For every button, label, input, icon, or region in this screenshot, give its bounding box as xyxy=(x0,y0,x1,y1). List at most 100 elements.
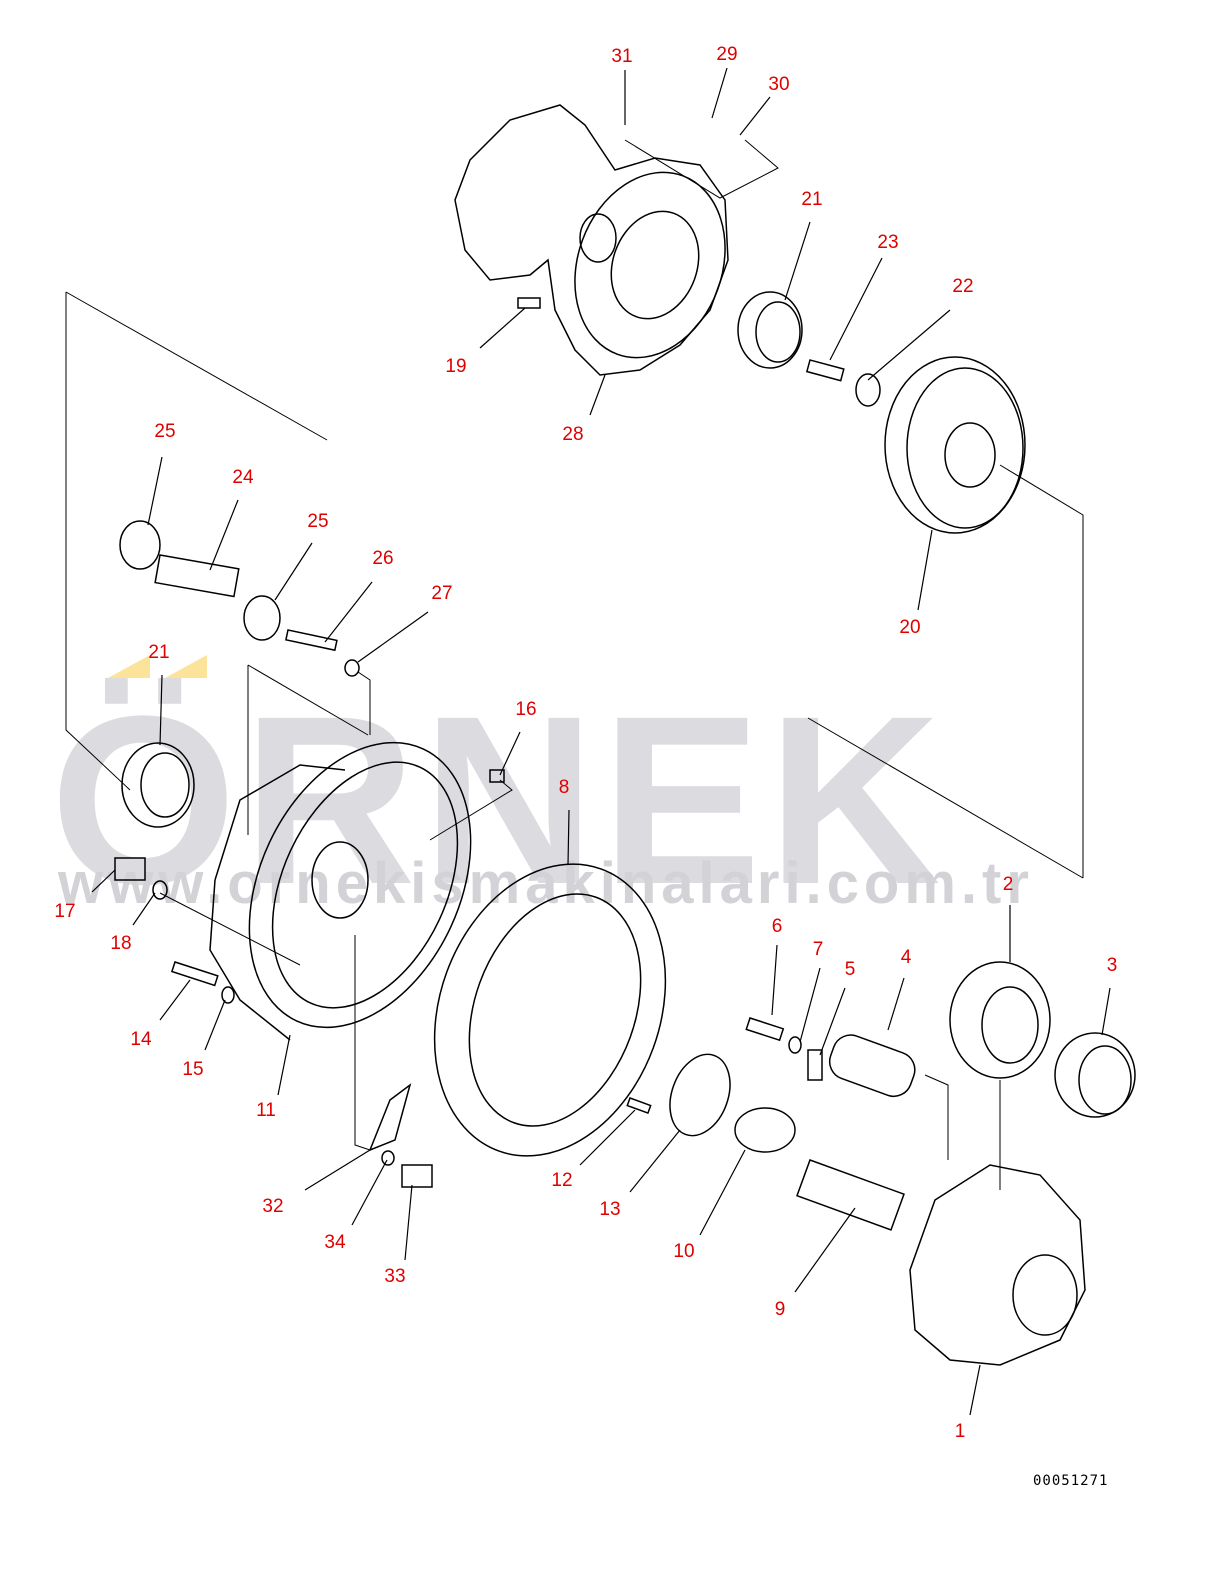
part-21-bearing-2 xyxy=(121,742,195,828)
leader-line xyxy=(91,869,116,893)
leader-line xyxy=(629,1129,681,1193)
callout-label: 8 xyxy=(558,777,570,798)
part-9-shaft xyxy=(796,1159,905,1231)
leader-line xyxy=(159,979,191,1021)
part-8-ring-gear xyxy=(433,863,667,1157)
callout-label: 6 xyxy=(771,916,783,937)
leader-line xyxy=(739,96,771,136)
part-6-bolt xyxy=(745,1017,785,1042)
callout-label: 17 xyxy=(54,901,76,922)
leader-line xyxy=(324,581,373,643)
part-23-bolt xyxy=(805,359,845,382)
leader-line xyxy=(917,529,933,611)
part-1-housing xyxy=(909,1164,1086,1366)
leader-line xyxy=(1101,987,1111,1036)
leader-line xyxy=(799,967,821,1043)
assembly-lines xyxy=(65,139,1084,1190)
part-19-pin xyxy=(517,297,541,309)
leader-line xyxy=(784,221,811,301)
leader-line xyxy=(771,944,778,1016)
watermark-url: www.ornekismakinalari.com.tr xyxy=(58,851,1034,916)
callout-label: 28 xyxy=(562,424,584,445)
leader-line xyxy=(304,1149,371,1191)
part-18-oring xyxy=(152,880,168,900)
leader-line xyxy=(589,374,606,416)
leader-line xyxy=(147,456,163,526)
callout-label: 33 xyxy=(384,1266,406,1287)
callout-label: 23 xyxy=(877,232,899,253)
callout-label: 25 xyxy=(307,511,329,532)
part-4-pin xyxy=(828,1034,916,1098)
callout-label: 16 xyxy=(515,699,537,720)
callout-label: 21 xyxy=(148,642,170,663)
leader-line xyxy=(404,1184,413,1261)
part-12-pin xyxy=(626,1097,652,1115)
leader-line xyxy=(159,674,163,746)
callout-label: 21 xyxy=(801,189,823,210)
callout-label: 25 xyxy=(154,421,176,442)
leader-line xyxy=(132,892,156,926)
callout-label: 22 xyxy=(952,276,974,297)
part-5-plate xyxy=(807,1049,823,1081)
leader-line xyxy=(699,1149,746,1236)
leader-line xyxy=(274,542,313,601)
callout-label: 13 xyxy=(599,1199,621,1220)
callout-label: 18 xyxy=(110,933,132,954)
part-3-bearing xyxy=(1054,1032,1136,1118)
watermark-umlaut xyxy=(108,655,150,678)
leader-line xyxy=(867,309,951,381)
part-28-housing xyxy=(454,104,729,376)
part-34-washer xyxy=(381,1150,395,1166)
callout-label: 3 xyxy=(1106,955,1118,976)
part-22-washer xyxy=(855,373,881,407)
part-25-bearing-2 xyxy=(243,595,281,641)
part-25-bearing xyxy=(119,520,161,570)
callout-label: 20 xyxy=(899,617,921,638)
leader-line xyxy=(829,257,883,361)
callout-label: 7 xyxy=(812,939,824,960)
drawing-code: 00051271 xyxy=(1033,1473,1109,1489)
leader-line xyxy=(794,1207,856,1293)
part-21-bearing xyxy=(737,291,803,369)
callout-label: 24 xyxy=(232,467,254,488)
part-20-gear xyxy=(884,356,1026,534)
callout-label: 4 xyxy=(900,947,912,968)
callout-label: 2 xyxy=(1002,874,1014,895)
callout-label: 5 xyxy=(844,959,856,980)
leader-line xyxy=(351,1159,388,1226)
leader-line xyxy=(819,987,846,1056)
part-32-bracket xyxy=(368,1083,412,1152)
leader-line xyxy=(204,999,226,1051)
leader-line xyxy=(357,611,429,663)
part-13-seal xyxy=(669,1053,731,1137)
callout-label: 9 xyxy=(774,1299,786,1320)
leader-line xyxy=(479,307,526,349)
callout-label: 26 xyxy=(372,548,394,569)
leader-line xyxy=(209,499,239,571)
leader-line xyxy=(711,67,728,119)
watermark-umlaut xyxy=(165,655,207,678)
leader-line xyxy=(579,1109,636,1166)
callout-label: 12 xyxy=(551,1170,573,1191)
part-26-bolt xyxy=(285,629,338,652)
callout-label: 15 xyxy=(182,1059,204,1080)
part-2-gear xyxy=(949,961,1051,1079)
leader-line xyxy=(567,809,570,866)
leader-line xyxy=(969,1364,981,1416)
part-7-washer xyxy=(788,1036,802,1054)
part-24-shaft xyxy=(154,554,240,598)
leader-line xyxy=(887,977,905,1031)
part-17-plug xyxy=(114,857,146,881)
callout-label: 29 xyxy=(716,44,738,65)
callout-label: 10 xyxy=(673,1241,695,1262)
callout-label: 31 xyxy=(611,46,633,67)
part-33-bolt xyxy=(401,1164,433,1188)
part-15-washer xyxy=(221,986,235,1004)
part-27-washer xyxy=(344,659,360,677)
callout-label: 11 xyxy=(256,1100,276,1121)
part-10-bushing xyxy=(734,1107,796,1153)
callout-label: 1 xyxy=(954,1421,966,1442)
leader-line xyxy=(277,1034,291,1096)
